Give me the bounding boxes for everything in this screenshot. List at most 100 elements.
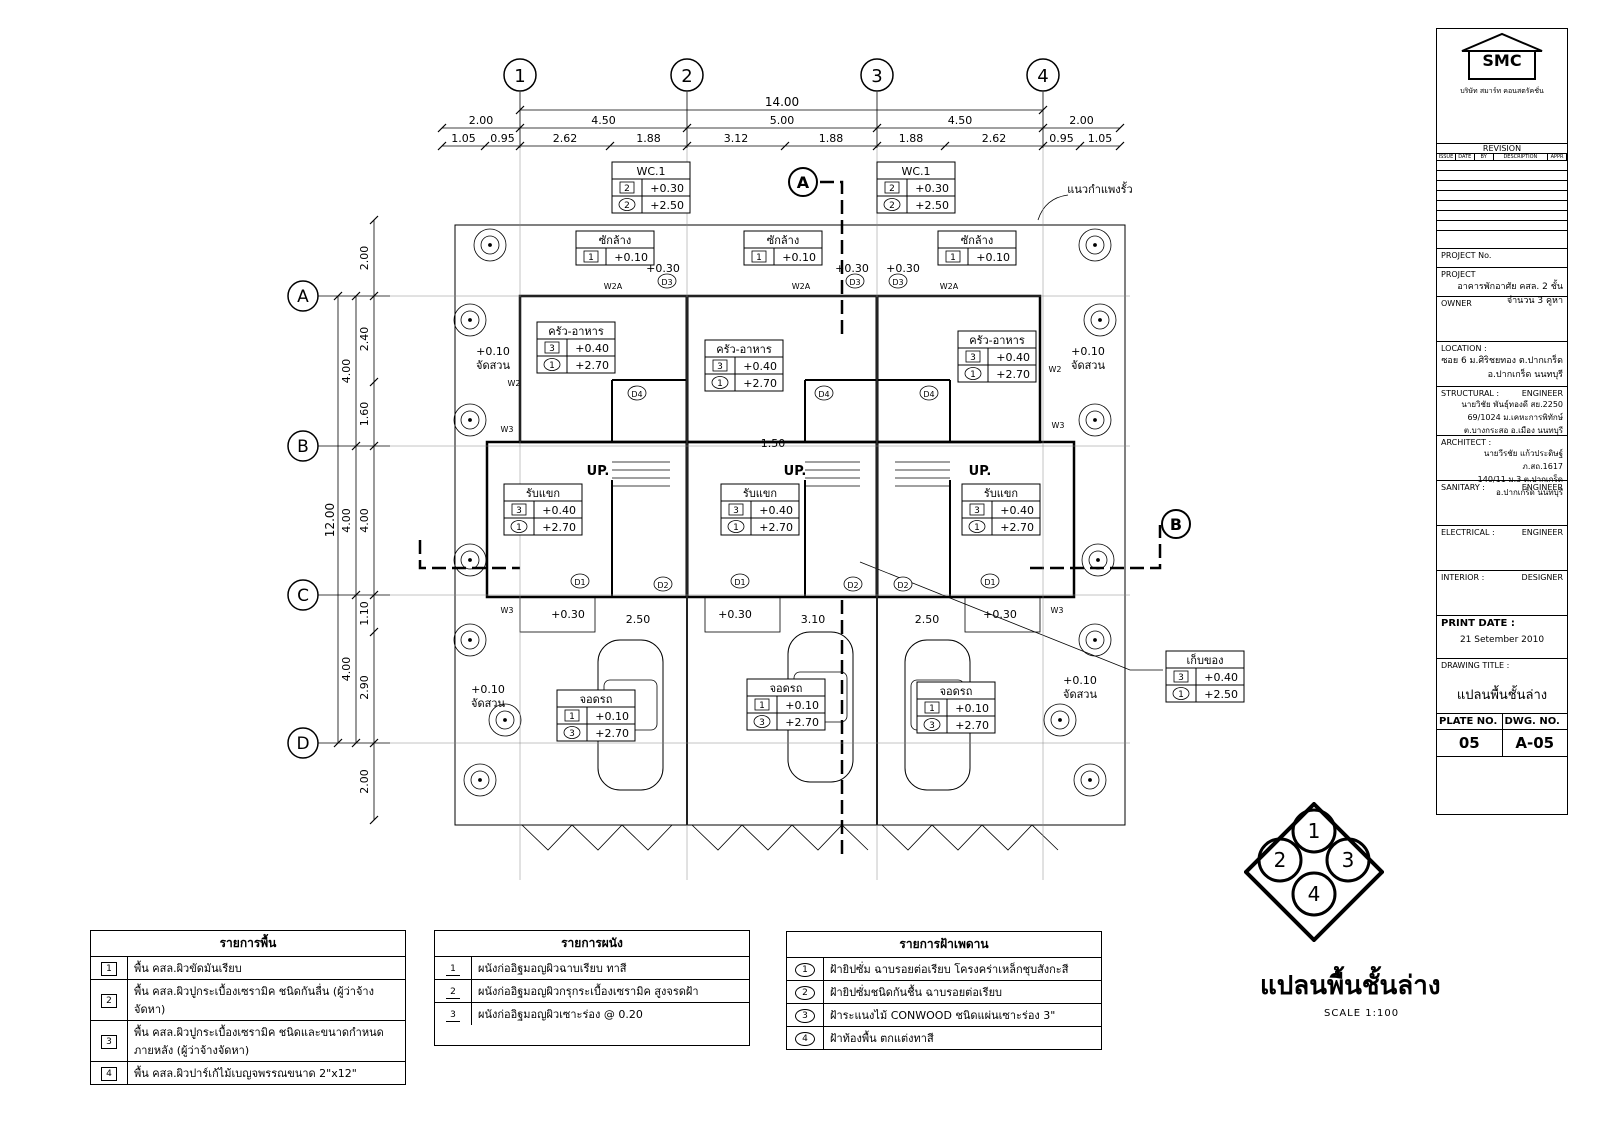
porch-level: +0.30 — [886, 262, 920, 275]
garden-label: จัดสวน — [1071, 359, 1105, 372]
legend-key: 4 — [795, 1031, 815, 1046]
section-marker — [1161, 509, 1191, 539]
dimension: 5.00 — [770, 114, 795, 127]
location-line-2: อ.ปากเกร็ด นนทบุรี — [1487, 370, 1563, 380]
finish-level: +0.40 — [996, 351, 1030, 364]
finish-level: +2.50 — [1204, 688, 1238, 701]
door-tag-label: D3 — [849, 278, 860, 287]
door-tag — [845, 273, 865, 289]
revision-header: REVISION — [1437, 144, 1567, 154]
finish-key: 1 — [974, 523, 980, 533]
project-label: PROJECT — [1441, 270, 1476, 279]
revision-column-header: BY — [1475, 154, 1494, 160]
legend-key: 3 — [446, 1009, 460, 1022]
dimension: 1.60 — [358, 402, 371, 427]
section-marker — [788, 167, 818, 197]
project-no-label: PROJECT No. — [1441, 251, 1492, 260]
finish-level: +0.10 — [595, 710, 629, 723]
grid-bubble — [503, 58, 537, 92]
door-tag-label: D4 — [631, 390, 642, 399]
finish-key: 3 — [1178, 673, 1184, 683]
owner-label: OWNER — [1441, 299, 1472, 308]
garden-level: +0.10 — [476, 345, 510, 358]
legend-wall-title: รายการผนัง — [435, 931, 749, 957]
window-tag-label: W2 — [508, 379, 521, 388]
designer-label: DESIGNER — [1521, 573, 1563, 582]
structural-line-2: 69/1024 ม.เคหะการพิทักษ์ — [1467, 413, 1563, 422]
finish-key: 1 — [549, 361, 555, 371]
project-line-1: อาคารพักอาศัย คสล. 2 ชั้น — [1457, 282, 1563, 292]
print-date: 21 Setember 2010 — [1459, 635, 1545, 645]
room-tag: ซักล้าง1+0.10 — [743, 230, 823, 266]
legend-text: พื้น คสล.ผิวขัดมันเรียบ — [127, 957, 405, 979]
window-tag-label: W2A — [792, 282, 811, 291]
finish-level: +0.30 — [915, 182, 949, 195]
legend-text: พื้น คสล.ผิวปูกระเบื้องเซรามิค ชนิดกันลื… — [127, 980, 405, 1020]
room-name: รับแขก — [743, 487, 777, 500]
window-tag-label: W3 — [501, 425, 514, 434]
dimension: 1.05 — [451, 132, 476, 145]
drawing-title-label: DRAWING TITLE : — [1441, 661, 1510, 670]
finish-key: 1 — [759, 701, 765, 711]
dimension: 3.10 — [801, 613, 826, 626]
finish-key: 3 — [733, 506, 739, 516]
room-name: รับแขก — [526, 487, 560, 500]
tree-icon — [1078, 623, 1112, 657]
dimension: 1.50 — [761, 437, 786, 450]
porch-level: +0.30 — [551, 608, 585, 621]
finish-level: +2.70 — [996, 368, 1030, 381]
window-tag-label: W3 — [1052, 421, 1065, 430]
porch-level: +0.30 — [718, 608, 752, 621]
door-tag — [814, 385, 834, 401]
dimension: 4.50 — [948, 114, 973, 127]
dimension: 0.95 — [1049, 132, 1074, 145]
dwg-no: A-05 — [1515, 734, 1555, 752]
finish-level: +0.40 — [542, 504, 576, 517]
grid-label-row: C — [297, 586, 309, 606]
room-tag: WC.12+0.302+2.50 — [611, 161, 691, 214]
door-tag-label: D1 — [574, 578, 585, 587]
finish-key: 2 — [889, 184, 895, 194]
legend-text: ผนังก่ออิฐมอญผิวเซาะร่อง @ 0.20 — [471, 1003, 749, 1025]
porch-level: +0.30 — [983, 608, 1017, 621]
dimension: 4.50 — [591, 114, 616, 127]
tree-icon — [453, 403, 487, 437]
dimension: 3.12 — [724, 132, 749, 145]
legend-text: พื้น คสล.ผิวปูกระเบื้องเซรามิค ชนิดและขน… — [127, 1021, 405, 1061]
room-name: จอดรถ — [940, 685, 973, 698]
room-tag: WC.12+0.302+2.50 — [876, 161, 956, 214]
room-name: WC.1 — [636, 165, 665, 178]
finish-key: 3 — [516, 506, 522, 516]
tree-icon — [453, 623, 487, 657]
dimension: 4.00 — [340, 508, 353, 533]
stair-up-label: UP. — [784, 464, 807, 479]
door-tag-label: D3 — [661, 278, 672, 287]
legend-ceiling-title: รายการฝ้าเพดาน — [787, 932, 1101, 958]
finish-level: +2.70 — [785, 716, 819, 729]
finish-level: +2.70 — [575, 359, 609, 372]
tree-icon — [1078, 403, 1112, 437]
garden-label: จัดสวน — [1063, 688, 1097, 701]
finish-key: 3 — [717, 362, 723, 372]
tree-icon — [1083, 303, 1117, 337]
room-name: จอดรถ — [580, 693, 613, 706]
finish-key: 3 — [970, 353, 976, 363]
dimension: 1.88 — [819, 132, 844, 145]
electrical-label: ELECTRICAL : — [1441, 528, 1495, 537]
tree-icon — [1078, 228, 1112, 262]
finish-key: 1 — [569, 712, 575, 722]
dimension: 0.95 — [490, 132, 515, 145]
door-tag-label: D4 — [923, 390, 934, 399]
legend-item: 3 ผนังก่ออิฐมอญผิวเซาะร่อง @ 0.20 — [435, 1003, 749, 1025]
dimension: 2.40 — [358, 327, 371, 352]
section-label: A — [797, 173, 810, 192]
